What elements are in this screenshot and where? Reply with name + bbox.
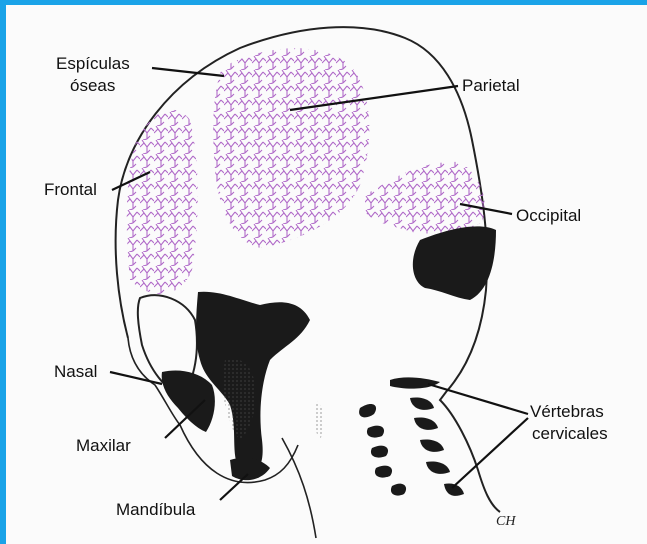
label-mandibula: Mandíbula xyxy=(116,500,195,520)
label-vertebras-line2: cervicales xyxy=(532,424,608,444)
label-parietal: Parietal xyxy=(462,76,520,96)
label-frontal: Frontal xyxy=(44,180,97,200)
occipital-spicules xyxy=(365,162,485,234)
label-occipital: Occipital xyxy=(516,206,581,226)
label-maxilar: Maxilar xyxy=(76,436,131,456)
label-espiculas-line1: Espículas xyxy=(56,54,130,74)
mandible-ossified xyxy=(230,458,270,481)
frontal-spicules xyxy=(127,110,198,294)
label-espiculas-line2: óseas xyxy=(70,76,115,96)
cervical-vertebrae xyxy=(359,377,464,495)
ear-stipple xyxy=(314,400,323,440)
neck-outline xyxy=(282,438,316,538)
artist-signature: CH xyxy=(496,514,515,530)
parietal-spicules xyxy=(213,48,369,248)
label-nasal: Nasal xyxy=(54,362,97,382)
occipital-ossified xyxy=(413,226,496,300)
maxilla-ossified xyxy=(162,371,215,432)
label-vertebras-line1: Vértebras xyxy=(530,402,604,422)
